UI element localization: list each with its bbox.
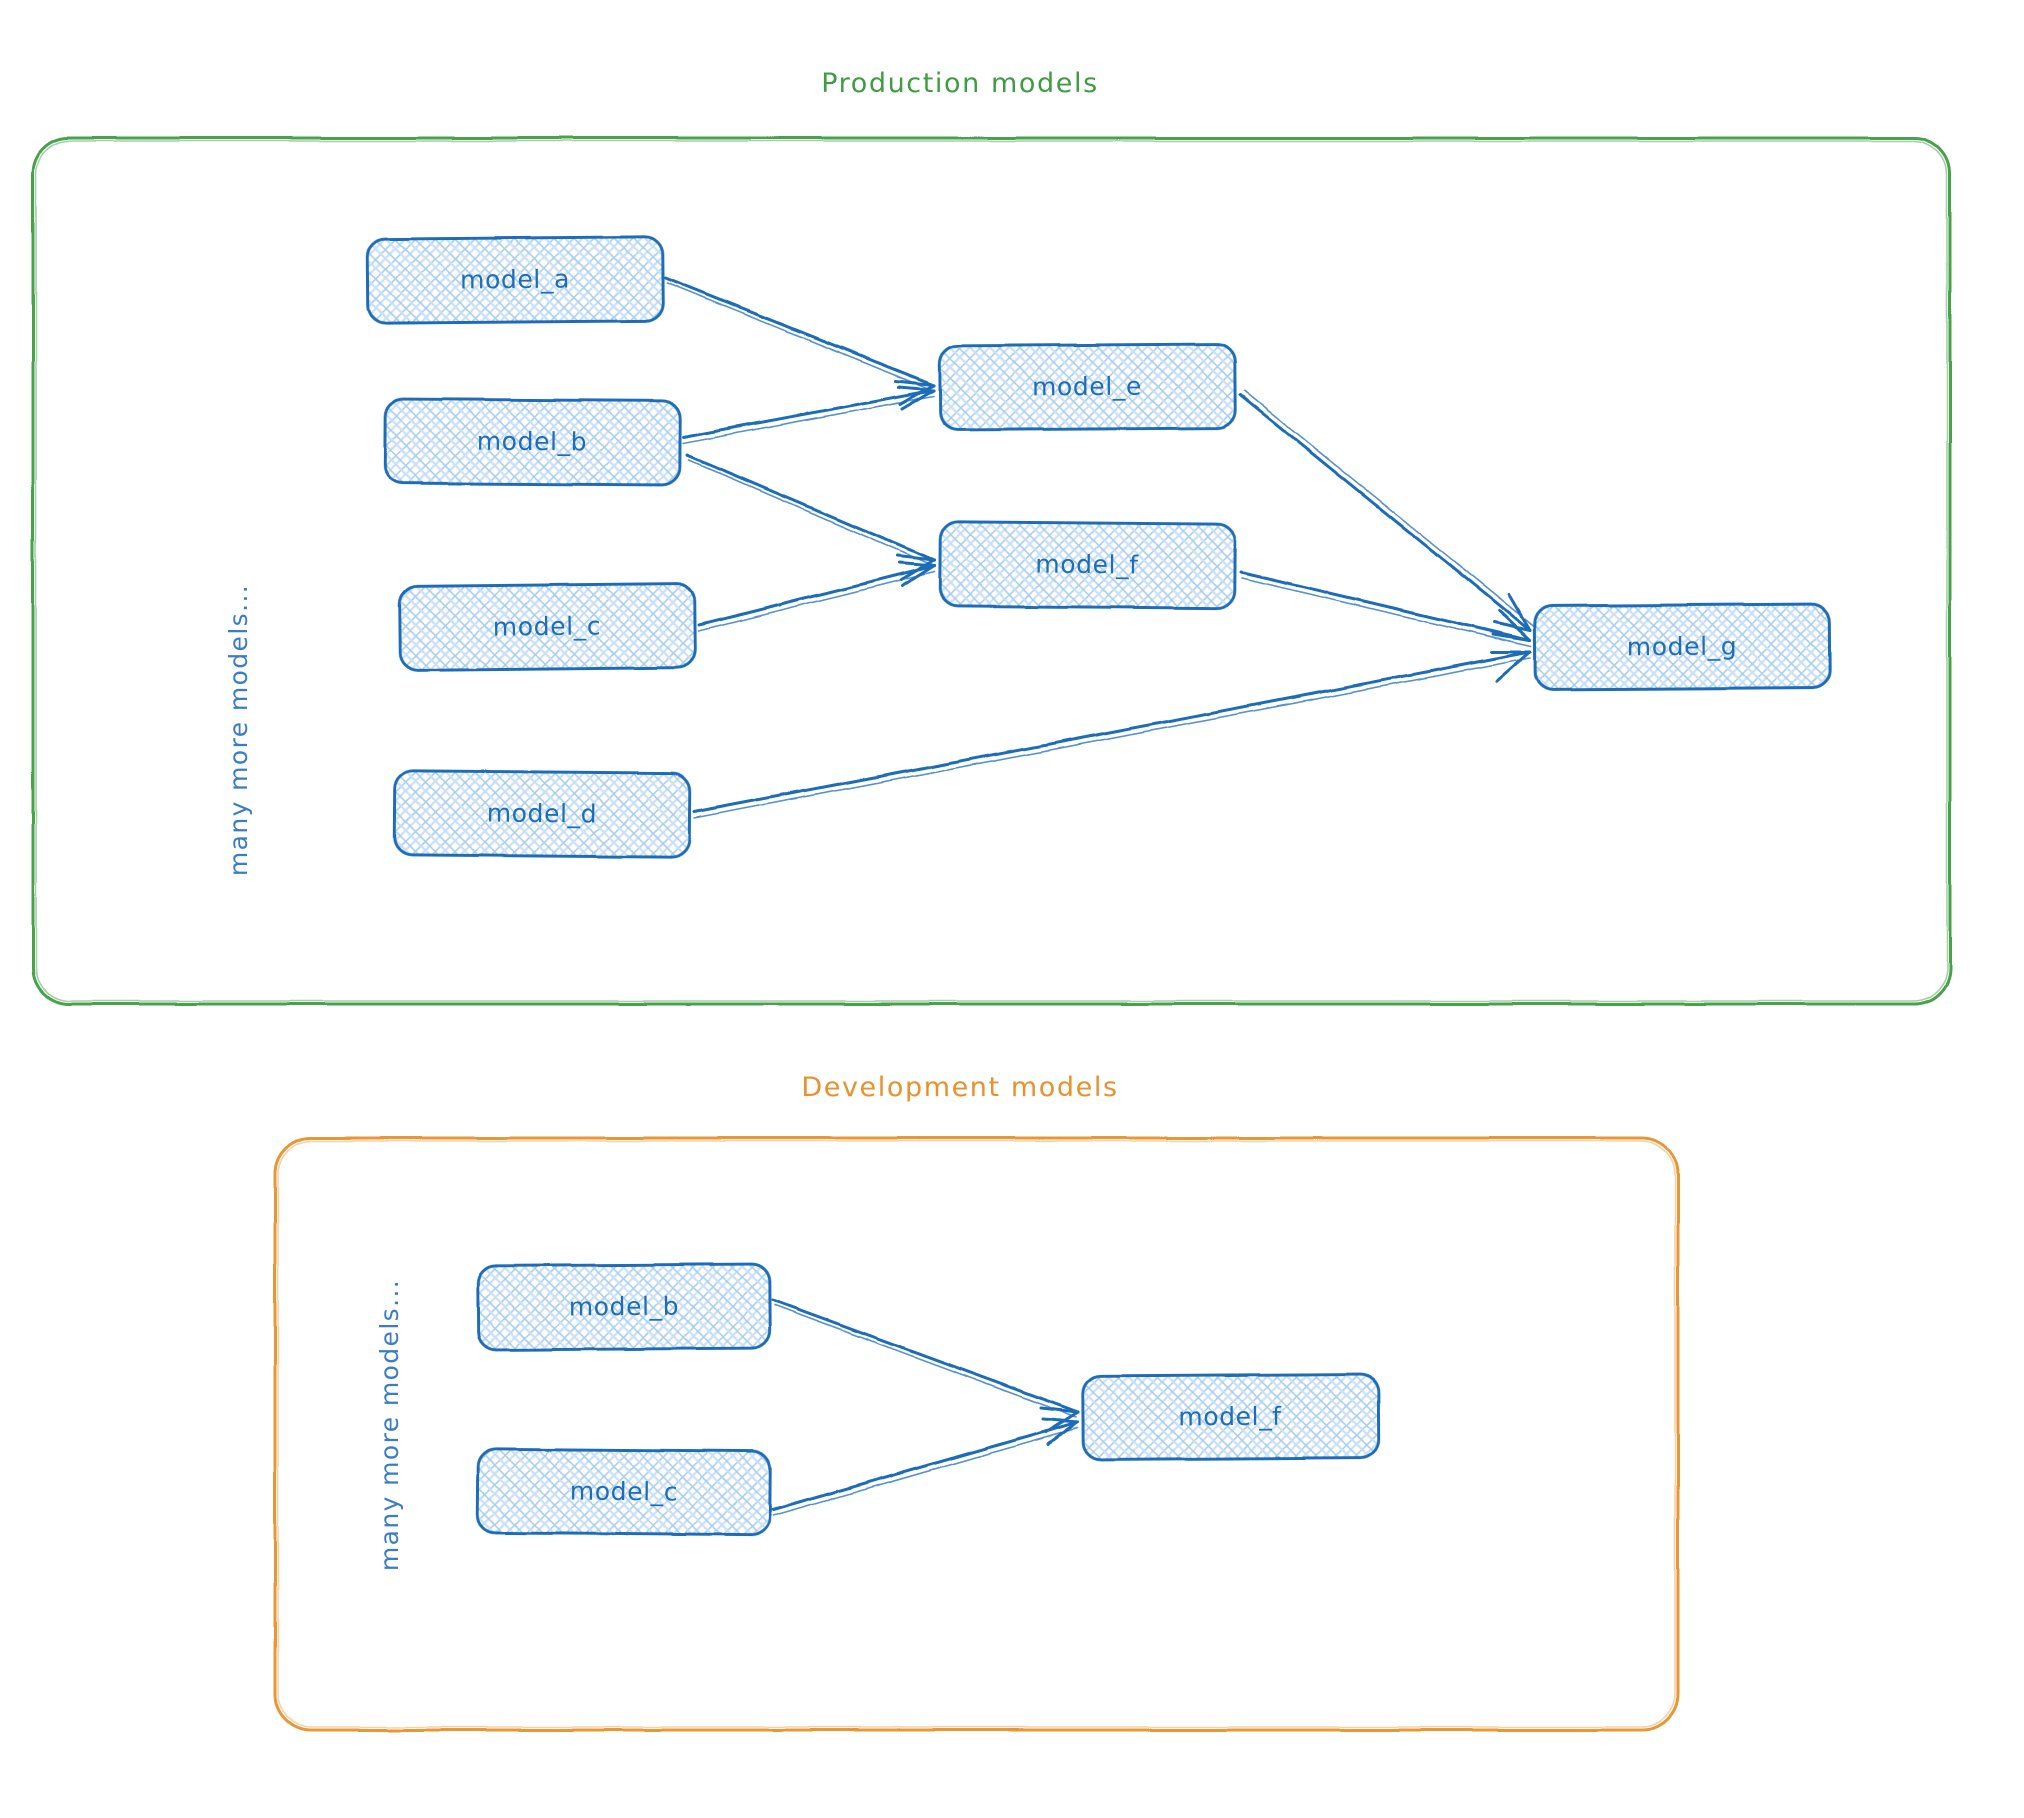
nodes-development: model_b model_c model_f <box>476 1262 1380 1537</box>
node-box <box>393 769 692 859</box>
edge-model-b-to-model-e <box>681 385 936 444</box>
node-label: model_e <box>1032 372 1142 402</box>
group-container-development <box>273 1136 1680 1732</box>
node-model-g[interactable]: model_g <box>1533 602 1832 692</box>
node-box <box>366 235 665 325</box>
development-group-border-echo <box>277 1140 1676 1728</box>
edge-model-b-to-model-f <box>685 453 936 582</box>
side-label-development: many more models... <box>375 1279 404 1571</box>
node-dev-model-c[interactable]: model_c <box>476 1447 772 1537</box>
edge-dev-model-b-to-model-f <box>771 1298 1080 1434</box>
group-container-production <box>31 136 1952 1006</box>
node-model-c[interactable]: model_c <box>398 582 697 672</box>
edges-production <box>663 276 1535 819</box>
node-model-f[interactable]: model_f <box>938 520 1237 610</box>
node-box <box>1081 1372 1380 1462</box>
node-box <box>476 1262 772 1352</box>
node-dev-model-b[interactable]: model_b <box>476 1262 772 1352</box>
node-box <box>383 397 682 487</box>
node-label: model_g <box>1627 632 1738 662</box>
node-label: model_f <box>1178 1402 1282 1432</box>
node-model-b[interactable]: model_b <box>383 397 682 487</box>
production-group-title: Production models <box>821 68 1099 99</box>
node-label: model_c <box>570 1477 679 1507</box>
node-box <box>476 1447 772 1537</box>
node-box <box>1533 602 1832 692</box>
node-box <box>938 520 1237 610</box>
edge-model-d-to-model-g <box>692 650 1532 819</box>
edge-model-e-to-model-g <box>1238 390 1535 632</box>
node-model-d[interactable]: model_d <box>393 769 692 859</box>
node-label: model_b <box>477 427 588 457</box>
side-labels: many more models... many more models... <box>224 584 404 1571</box>
production-group-border <box>31 136 1952 1006</box>
side-label-production: many more models... <box>224 584 253 876</box>
node-box <box>398 582 697 672</box>
production-group-border-echo <box>35 140 1948 1002</box>
edge-model-c-to-model-f <box>697 561 936 632</box>
edge-model-a-to-model-e <box>663 276 936 406</box>
node-model-a[interactable]: model_a <box>366 235 665 325</box>
node-model-e[interactable]: model_e <box>938 342 1237 432</box>
node-label: model_d <box>487 799 598 829</box>
node-label: model_f <box>1035 550 1139 580</box>
nodes-production: model_a model_b model_c model_d model_e <box>366 235 1832 859</box>
edge-dev-model-c-to-model-f <box>771 1417 1080 1517</box>
node-dev-model-f[interactable]: model_f <box>1081 1372 1380 1462</box>
node-label: model_c <box>493 611 602 641</box>
node-box <box>938 342 1237 432</box>
edges-development <box>771 1298 1080 1517</box>
edge-model-f-to-model-g <box>1238 570 1532 647</box>
development-group-border <box>273 1136 1680 1732</box>
development-group-title: Development models <box>801 1072 1118 1103</box>
node-label: model_b <box>569 1292 680 1322</box>
node-label: model_a <box>460 265 570 295</box>
